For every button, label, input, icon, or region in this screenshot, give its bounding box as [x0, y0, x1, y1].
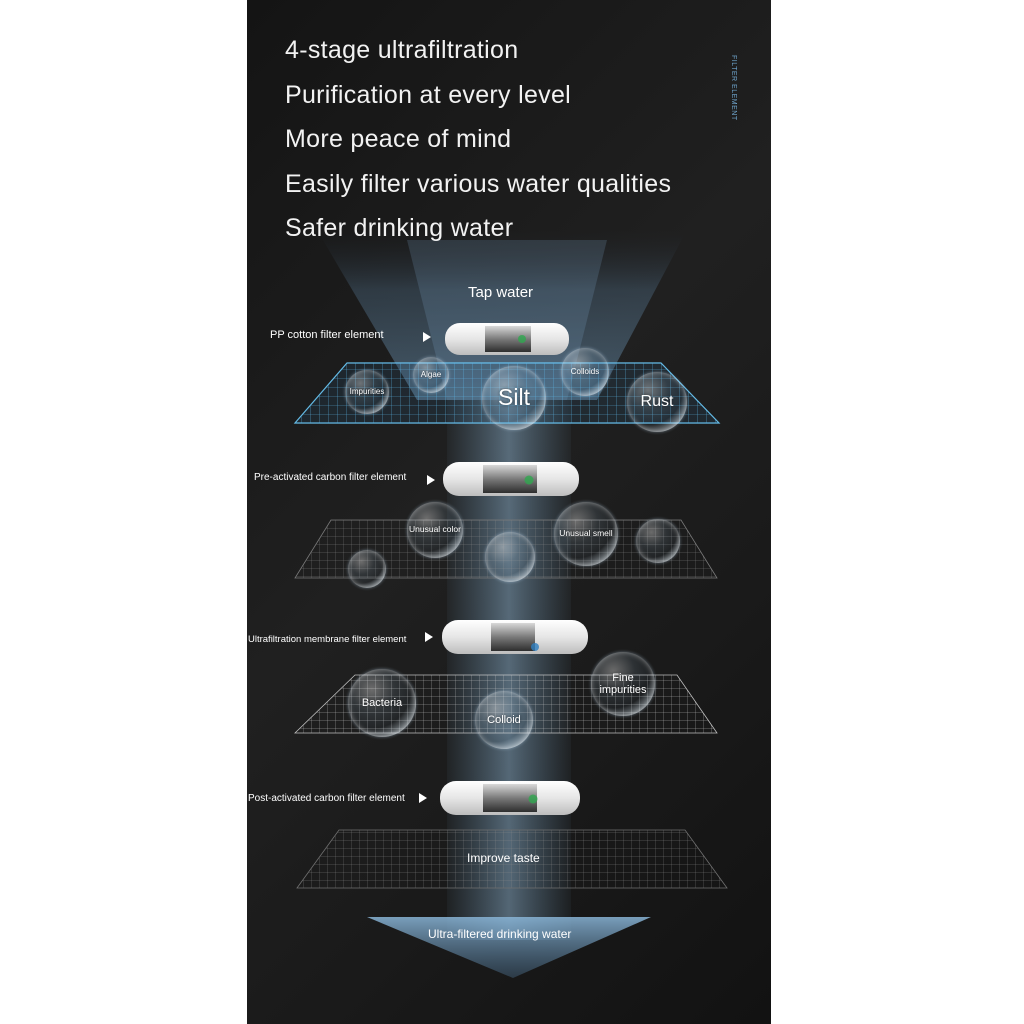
bubble-algae: Algae [413, 357, 449, 393]
light-funnel-core [407, 240, 607, 400]
output-arrow [367, 917, 651, 978]
stage-4-label: Post-activated carbon filter element [248, 793, 405, 804]
arrow-right-icon [423, 332, 431, 342]
filter-cartridge-1 [445, 323, 569, 355]
bubble-colloids: Colloids [561, 348, 609, 396]
bubble [485, 532, 535, 582]
stage-2-label: Pre-activated carbon filter element [254, 472, 407, 483]
tap-water-label: Tap water [468, 284, 534, 301]
stage-3-label: Ultrafiltration membrane filter element [248, 634, 407, 645]
bubble-unusual-color: Unusual color [407, 502, 463, 558]
filter-cartridge-3 [442, 620, 588, 654]
headline-list: 4-stage ultrafiltration Purification at … [285, 28, 671, 251]
arrow-right-icon [425, 632, 433, 642]
headline-line: Safer drinking water [285, 214, 514, 242]
bubble-rust: Rust [627, 372, 687, 432]
bubble [348, 550, 386, 588]
bubble [636, 519, 680, 563]
bubble-fine-impurities: Fine impurities [591, 652, 655, 716]
stage-1-label: PP cotton filter element [270, 329, 384, 341]
headline-line: Easily filter various water qualities [285, 169, 672, 198]
bubble-unusual-smell: Unusual smell [554, 502, 618, 566]
improve-taste-label: Improve taste [467, 851, 540, 865]
bubble-bacteria: Bacteria [348, 669, 416, 737]
product-panel: 4-stage ultrafiltration Purification at … [247, 0, 771, 1024]
headline-line: 4-stage ultrafiltration [285, 36, 519, 64]
headline-line: More peace of mind [285, 125, 512, 153]
filter-cartridge-4 [440, 781, 580, 815]
arrow-right-icon [419, 793, 427, 803]
filter-cartridge-2 [443, 462, 579, 496]
arrow-right-icon [427, 475, 435, 485]
mesh-stage-4 [296, 829, 728, 889]
bubble-silt: Silt [482, 366, 546, 430]
bubble-impurities: Impurities [345, 370, 389, 414]
headline-line: Purification at every level [285, 80, 572, 109]
output-label: Ultra-filtered drinking water [428, 927, 572, 941]
vertical-label: FILTER ELEMENT [730, 55, 737, 121]
bubble-colloid: Colloid [475, 691, 533, 749]
